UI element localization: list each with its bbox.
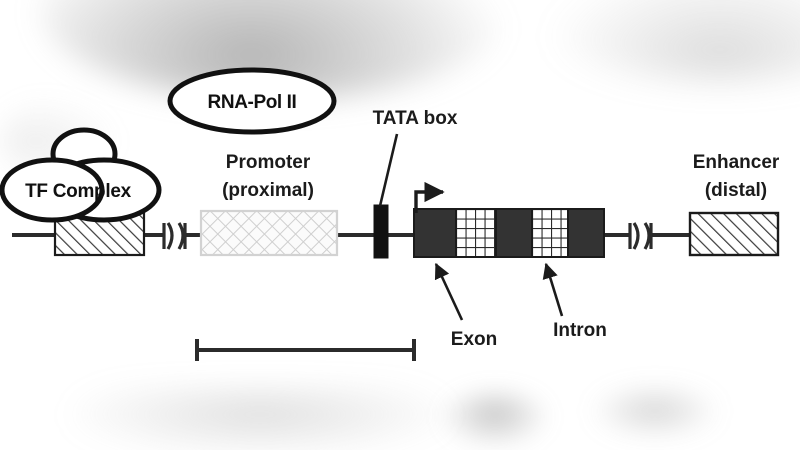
intron-leader-line bbox=[542, 262, 564, 317]
exon-label-group: Exon bbox=[434, 262, 497, 350]
rna-pol-ii-ellipse bbox=[167, 67, 337, 135]
promoter-label-line2: (proximal) bbox=[222, 180, 314, 201]
transcription-start-arrow bbox=[414, 181, 445, 213]
enhancer-label: Enhancer (distal) bbox=[693, 152, 780, 201]
promoter-box bbox=[199, 209, 339, 257]
intron-label-group: Intron bbox=[542, 262, 607, 341]
scale-bar bbox=[195, 339, 416, 361]
exon-leader-line bbox=[434, 262, 464, 321]
rna-pol-ii-shape: RNA-Pol II bbox=[167, 67, 337, 135]
tata-leader-line bbox=[378, 133, 399, 207]
intron-block-2 bbox=[531, 208, 569, 258]
dna-break-mark-right bbox=[628, 222, 653, 250]
promoter-label: Promoter (proximal) bbox=[222, 152, 314, 201]
enhancer-label-line1: Enhancer bbox=[693, 152, 780, 173]
exon-label: Exon bbox=[451, 329, 497, 350]
tata-box-label-group: TATA box bbox=[373, 108, 458, 207]
dna-break-mark-left bbox=[162, 222, 187, 250]
exon-block-1 bbox=[413, 208, 457, 258]
tata-box-rect bbox=[373, 204, 389, 259]
enhancer-label-line2: (distal) bbox=[705, 180, 767, 201]
exon-block-2 bbox=[495, 208, 533, 258]
gene-body bbox=[413, 208, 605, 258]
tata-box-label: TATA box bbox=[373, 108, 458, 129]
intron-block-1 bbox=[455, 208, 497, 258]
intron-label: Intron bbox=[553, 320, 607, 341]
enhancer-box bbox=[688, 211, 780, 257]
tf-complex-subunit-left bbox=[0, 157, 105, 223]
tf-complex-shape: TF Complex bbox=[0, 127, 162, 223]
tf-complex-label: TF Complex bbox=[25, 181, 131, 202]
rna-pol-ii-label: RNA-Pol II bbox=[208, 92, 297, 113]
exon-block-3 bbox=[567, 208, 605, 258]
promoter-label-line1: Promoter bbox=[226, 152, 311, 173]
